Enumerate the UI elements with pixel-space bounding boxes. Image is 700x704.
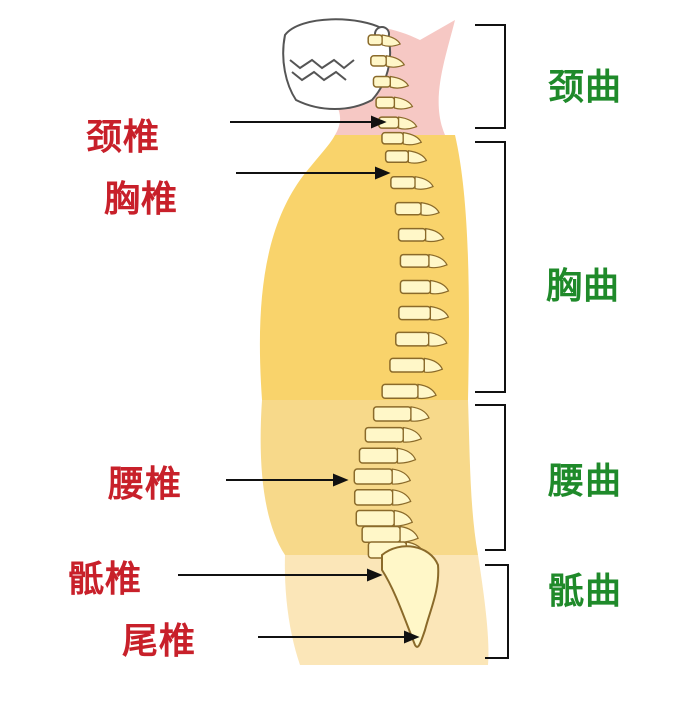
skull-icon — [282, 18, 392, 110]
bracket-thoracic — [475, 141, 506, 393]
vertebra — [353, 468, 394, 485]
vertebra — [355, 509, 396, 527]
vertebra — [399, 253, 430, 268]
label-thoracic-curve: 胸曲 — [546, 266, 621, 307]
vertebra — [381, 131, 405, 145]
vertebra — [353, 489, 394, 506]
vertebra — [394, 201, 422, 216]
vertebra-process — [428, 331, 448, 347]
vertebra-process — [389, 75, 410, 89]
vertebra — [370, 54, 388, 67]
vertebra-process — [381, 34, 402, 47]
vertebra — [372, 406, 412, 422]
vertebra-process — [402, 426, 423, 443]
vertebra-process — [385, 55, 406, 68]
vertebra-process — [392, 489, 412, 506]
vertebra-process — [396, 447, 417, 464]
vertebra — [399, 279, 432, 295]
vertebra-process — [391, 468, 412, 485]
vertebra-process — [410, 406, 430, 422]
bracket-cervical — [475, 24, 506, 129]
label-thoracic-vertebrae: 胸椎 — [104, 179, 179, 220]
vertebra-process — [423, 357, 444, 373]
vertebra — [398, 305, 432, 321]
vertebra — [395, 331, 430, 347]
vertebra-process — [425, 227, 445, 243]
label-lumbar-curve: 腰曲 — [548, 461, 623, 502]
vertebra — [367, 34, 383, 46]
vertebra — [397, 227, 427, 242]
label-sacral-vertebrae: 骶椎 — [68, 559, 143, 600]
vertebra-process — [420, 201, 440, 216]
sacrum-shape — [381, 545, 440, 648]
label-coccygeal-vertebrae: 尾椎 — [122, 621, 197, 662]
vertebra — [372, 75, 392, 88]
vertebra — [375, 96, 396, 109]
vertebra — [361, 525, 401, 543]
vertebra — [381, 383, 419, 400]
vertebra — [358, 447, 399, 464]
curve-brackets — [475, 24, 509, 659]
vertebra-process — [428, 253, 448, 269]
bracket-lumbar — [475, 404, 506, 551]
vertebra-process — [402, 131, 423, 146]
vertebra — [384, 149, 410, 164]
vertebra-process — [393, 96, 414, 110]
vertebra — [389, 357, 426, 373]
vertebra-process — [429, 279, 450, 295]
vertebra-process — [398, 116, 418, 130]
vertebra — [390, 175, 416, 190]
label-cervical-curve: 颈曲 — [548, 67, 623, 108]
vertebra-process — [407, 150, 428, 164]
vertebra-process — [414, 176, 434, 190]
vertebra-process — [429, 305, 450, 321]
bracket-sacral — [485, 564, 509, 659]
label-cervical-vertebrae: 颈椎 — [86, 117, 161, 158]
vertebra — [364, 426, 405, 443]
vertebra-process — [417, 383, 437, 400]
pointer-arrows — [178, 115, 420, 644]
label-sacral-curve: 骶曲 — [548, 571, 623, 612]
label-lumbar-vertebrae: 腰椎 — [108, 464, 183, 505]
